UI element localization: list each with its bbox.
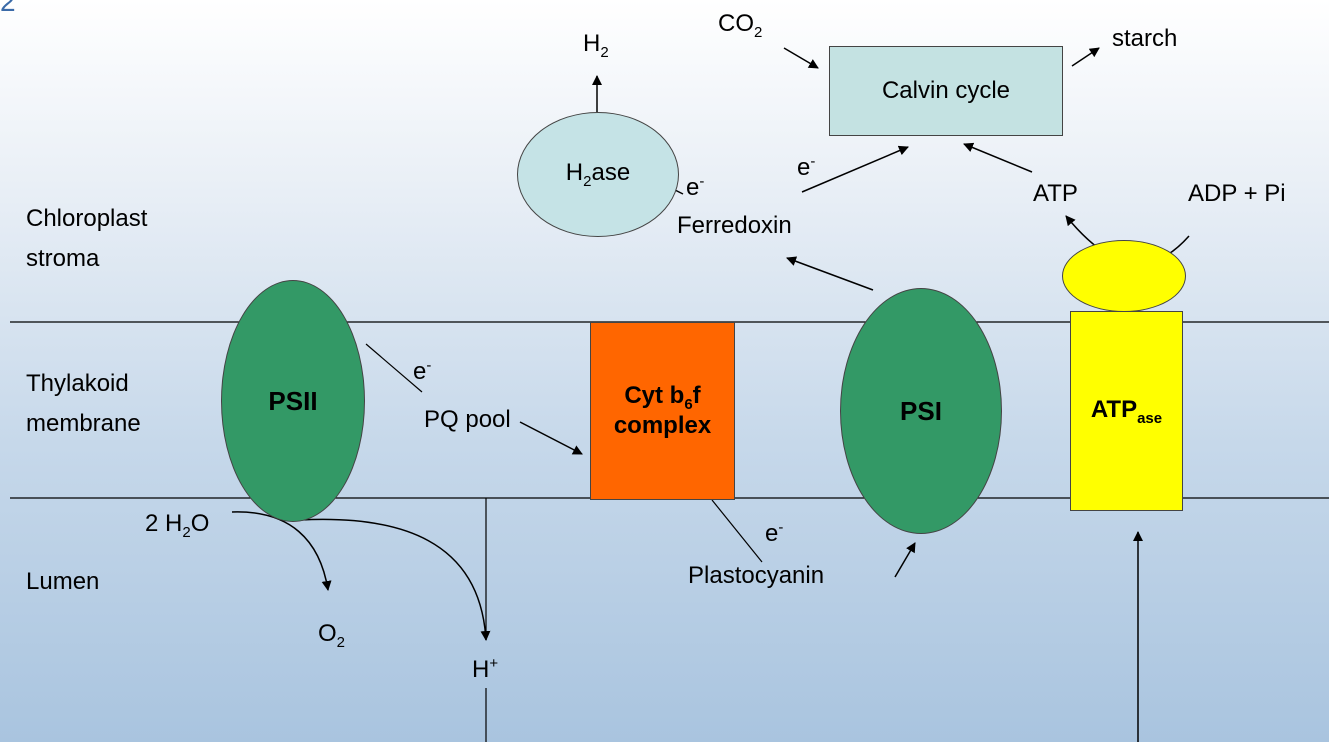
psii-label: PSII xyxy=(268,385,318,416)
cyt-label-end: f xyxy=(692,381,701,409)
arrow-water-to-o2 xyxy=(231,511,332,591)
arrow-ferredoxin-to-calvin xyxy=(801,145,909,193)
adp-pi-label: ADP + Pi xyxy=(1188,180,1286,207)
region-stroma-line2: stroma xyxy=(26,245,100,272)
region-lumen: Lumen xyxy=(26,568,100,595)
atpase-complex: ATPase xyxy=(1070,311,1183,511)
calvin-label: Calvin cycle xyxy=(881,77,1011,104)
connector-cyt-to-plastocyanin xyxy=(711,499,763,563)
arrow-water-to-proton xyxy=(299,518,491,641)
arrow-calvin-to-starch xyxy=(1071,47,1100,67)
h2ase-label-main: H xyxy=(565,159,584,187)
h2ase-label-end: ase xyxy=(591,159,631,187)
connector-psii-to-pq xyxy=(365,343,423,393)
electron-label-plastocyanin: e- xyxy=(765,519,784,547)
atpase-label-main: ATP xyxy=(1090,395,1138,423)
arrow-plastocyanin-to-psi xyxy=(894,542,916,578)
cyt-b6f-complex: Cyt b6f complex xyxy=(590,322,735,500)
psi-label: PSI xyxy=(900,395,942,426)
plastocyanin-label: Plastocyanin xyxy=(688,562,825,589)
o2-label: O2 xyxy=(318,620,346,651)
electron-label-calvin: e- xyxy=(797,153,816,181)
arrow-co2-to-calvin xyxy=(783,47,819,69)
proton-label: H+ xyxy=(472,655,499,683)
region-stroma-line1: Chloroplast xyxy=(26,205,148,232)
water-label: 2 H2O xyxy=(145,510,210,541)
region-thylakoid-line2: membrane xyxy=(26,410,141,437)
co2-label: CO2 xyxy=(718,10,763,41)
psi-complex: PSI xyxy=(840,288,1002,534)
atpase-label-sub: ase xyxy=(1137,409,1163,427)
ferredoxin-label: Ferredoxin xyxy=(677,212,792,239)
pq-pool-label: PQ pool xyxy=(424,406,511,433)
slide-number: 2 xyxy=(0,0,16,17)
electron-label-pq: e- xyxy=(413,357,432,385)
arrow-pq-to-cyt xyxy=(519,421,583,455)
cyt-label-line2: complex xyxy=(613,412,712,440)
psii-complex: PSII xyxy=(221,280,365,522)
region-thylakoid-line1: Thylakoid xyxy=(26,370,129,397)
h2-label: H2 xyxy=(583,30,609,61)
electron-label-h2ase: e- xyxy=(686,173,705,201)
starch-label: starch xyxy=(1112,25,1178,52)
arrow-psi-to-ferredoxin xyxy=(786,256,874,291)
h2ase-enzyme: H2ase xyxy=(517,112,679,237)
atp-label: ATP xyxy=(1033,180,1078,207)
calvin-cycle-box: Calvin cycle xyxy=(829,46,1063,136)
cyt-label-sub: 6 xyxy=(684,395,693,413)
cyt-label-main: Cyt b xyxy=(624,381,685,409)
h2ase-label-sub: 2 xyxy=(583,172,592,190)
atpase-head xyxy=(1062,240,1186,312)
arrow-atp-to-calvin xyxy=(963,142,1033,173)
